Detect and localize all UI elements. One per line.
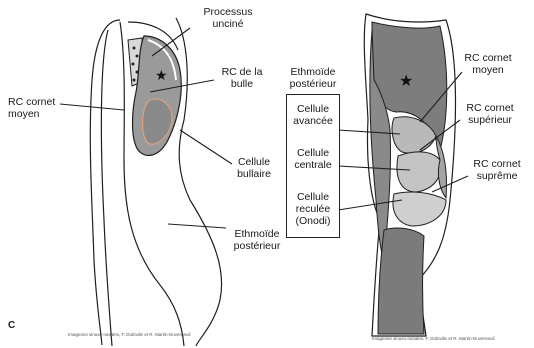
label-rc-cornet-superieur: RC cornet supérieur (456, 102, 524, 126)
credit-right: Imageries sinuso-nasales, F. Dubrulle et… (372, 336, 495, 341)
label-ethmoide-posterieur-left: Ethmoïde postérieur (224, 228, 290, 252)
label-rc-cornet-supreme: RC cornet suprême (466, 158, 528, 182)
label-cellule-avancee: Cellule avancée (287, 103, 339, 127)
label-cellule-bullaire: Cellule bullaire (226, 156, 282, 180)
credit-left: Imageries sinuso-nasales, F. Dubrulle et… (68, 332, 191, 337)
star-mark-left: ★ (155, 68, 168, 84)
label-rc-cornet-moyen-right: RC cornet moyen (456, 52, 520, 76)
label-rc-cornet-moyen-left: RC cornet moyen (8, 96, 68, 120)
label-rc-bulle: RC de la bulle (213, 66, 271, 90)
label-ethmoide-posterieur-right: Ethmoïde postérieur (282, 66, 344, 90)
label-cellule-centrale: Cellule centrale (287, 147, 339, 171)
star-mark-right: ★ (399, 71, 413, 90)
panel-letter: C (8, 320, 15, 331)
label-processus-uncine: Processus unciné (192, 6, 264, 30)
posterior-ethmoid-cells-box: Cellule avancée Cellule centrale Cellule… (286, 94, 340, 238)
right-section: ★ (364, 14, 455, 336)
label-cellule-reculee: Cellule reculée (Onodi) (287, 191, 339, 227)
